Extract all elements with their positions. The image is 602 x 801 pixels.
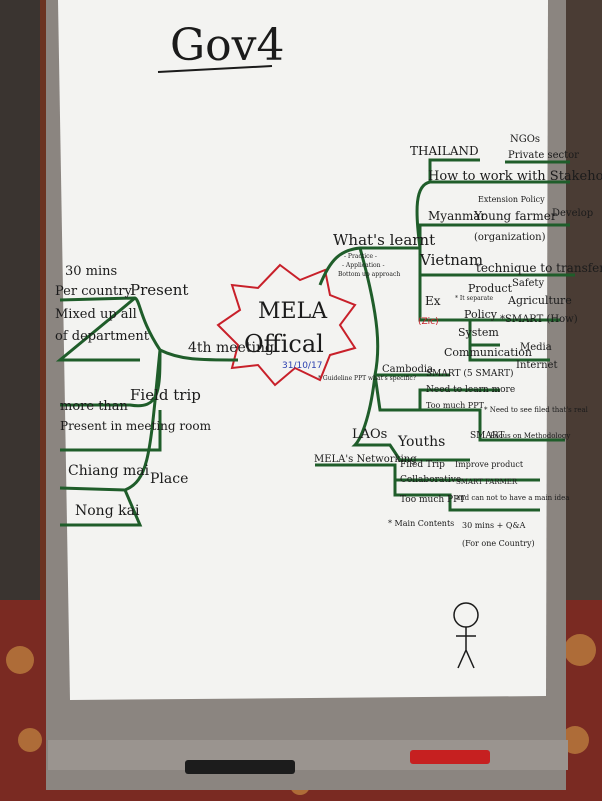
vietnam-separate-note: * It separate — [455, 295, 494, 302]
doodle-figure — [453, 602, 479, 669]
cambodia-item: SMART (5 SMART) — [426, 368, 513, 379]
cambodia-item: Too much PPT — [426, 401, 485, 410]
vietnam-ex-note: (Zic) — [418, 317, 439, 327]
networking-item: 30 mins + Q&A — [462, 521, 526, 530]
thailand-label: THAILAND — [410, 144, 479, 158]
vietnam-ex-label: Ex — [425, 294, 441, 308]
field-trip-note: more than — [60, 399, 129, 414]
present-note: of department — [55, 329, 150, 344]
thailand-item: Private sector — [508, 150, 579, 161]
networking-label: MELA's Networking — [314, 454, 417, 465]
meeting-label: 4th meeting — [188, 340, 274, 356]
vietnam-item: System — [458, 326, 499, 339]
networking-item: * Main Contents — [388, 519, 454, 528]
networking-item: (For one Country) — [462, 539, 535, 548]
vietnam-item: Safety — [512, 278, 544, 289]
myanmar-item: Young farmer — [473, 209, 557, 223]
cambodia-guideline: * Guideline PPT what's specific? — [318, 375, 416, 382]
chart-title: Gov4 — [170, 20, 285, 71]
thailand-item: NGOs — [510, 134, 540, 145]
whats-learnt-sub-item: - Practice - — [344, 253, 377, 260]
cambodia-item: Focus on Methodology — [490, 432, 570, 440]
center-subtitle: Offical — [244, 330, 324, 358]
center-title: MELA — [258, 299, 328, 324]
myanmar-item: Develop — [552, 208, 593, 219]
laos-label: LAOs — [352, 427, 387, 442]
vietnam-item: Media — [520, 342, 552, 353]
myanmar-item: Extension Policy — [478, 195, 545, 204]
present-label: Present — [130, 281, 188, 299]
whats-learnt-label: What's learnt — [333, 231, 435, 249]
marker-red — [410, 750, 490, 764]
center-star — [216, 263, 357, 387]
present-note: 30 mins — [65, 264, 117, 279]
cambodia-item: Need to learn more — [426, 385, 515, 395]
place-note: Nong kai — [75, 503, 140, 519]
networking-item: SMART FARMER — [456, 478, 518, 486]
title-underline — [157, 65, 273, 73]
whats-learnt-sub: - Practice - - Application - Bottom up a… — [338, 253, 400, 278]
networking-item: Improve product — [455, 460, 524, 469]
cambodia-label: Cambodia — [382, 364, 433, 375]
field-trip-note: Present in meeting room — [60, 419, 212, 433]
vietnam-item: Product — [468, 282, 513, 295]
networking-item: Too much PPT — [400, 495, 465, 505]
vietnam-item: *SMART (How) — [500, 314, 578, 325]
vietnam-label: Vietnam — [419, 251, 483, 269]
branch-lines — [55, 158, 575, 527]
place-note: Chiang mai — [68, 463, 150, 479]
thailand-item: How to work with Stakeholder — [428, 169, 602, 184]
vietnam-item: technique to transfer — [476, 261, 602, 275]
myanmar-label: Myanmar — [428, 209, 486, 223]
networking-item: Collaborative — [400, 475, 461, 485]
marker-black — [185, 760, 295, 774]
cambodia-item: * Need to see filed that's real — [484, 406, 589, 414]
present-notes: 30 mins Per country Mixed up all of depa… — [55, 264, 150, 344]
present-note: Mixed up all — [55, 307, 137, 322]
present-note: Per country — [55, 284, 132, 299]
place-label: Place — [150, 471, 188, 487]
laos-item: SMART — [470, 431, 505, 441]
center-date: 31/10/17 — [282, 361, 322, 371]
myanmar-item: (organization) — [474, 232, 546, 243]
vietnam-item: Internet — [516, 360, 557, 371]
whats-learnt-sub-item: Bottom up approach — [338, 271, 400, 278]
field-trip-label: Field trip — [130, 386, 201, 404]
whats-learnt-sub-item: - Application - — [342, 262, 384, 269]
vietnam-item: Agriculture — [507, 294, 572, 307]
vietnam-item: Communication — [444, 346, 532, 359]
networking-item: Filed Trip — [400, 460, 445, 470]
vietnam-item: Policy — [464, 308, 498, 321]
networking-item: and can not to have a main idea — [456, 494, 569, 502]
laos-item: Youths — [397, 434, 445, 450]
